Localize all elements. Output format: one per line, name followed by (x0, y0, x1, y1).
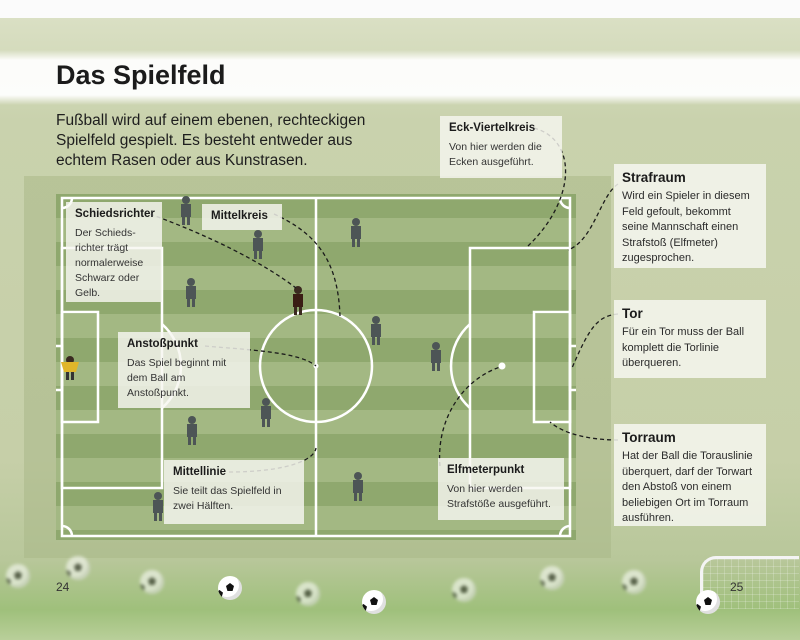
label-mittelkreis: Mittelkreis (202, 204, 282, 230)
football-icon (362, 590, 386, 614)
goal-area-right (532, 310, 572, 424)
label-text: Das Spiel beginnt mit dem Ball am Anstoß… (127, 357, 227, 399)
label-schiedsrichter: Schiedsrichter Der Schieds-richter trägt… (66, 202, 162, 302)
label-mittellinie: Mittellinie Sie teilt das Spielfeld in z… (164, 460, 304, 524)
intro-text: Fußball wird auf einem ebenen, rechtecki… (56, 112, 366, 169)
penalty-area-right (468, 246, 572, 490)
football-icon (622, 570, 646, 594)
kick-off-spot (313, 363, 319, 369)
corner-arc-bl (61, 524, 74, 537)
top-strip (0, 0, 800, 18)
sidebar-text: Wird ein Spieler in diesem Feld gefoult,… (622, 190, 750, 264)
label-text: Von hier werden Strafstöße ausgeführt. (447, 483, 551, 510)
player (187, 416, 197, 445)
football-icon (66, 556, 90, 580)
penalty-spot (498, 362, 506, 370)
label-title: Schiedsrichter (75, 208, 155, 220)
player (261, 398, 271, 427)
page-title: Das Spielfeld (56, 60, 226, 90)
player (186, 278, 196, 307)
label-title: Anstoßpunkt (127, 338, 198, 350)
label-text: Von hier werden die Ecken ausgeführt. (449, 141, 542, 168)
penalty-arc-right (449, 323, 471, 409)
label-elfmeterpunkt: Elfmeterpunkt Von hier werden Strafstöße… (438, 458, 564, 520)
sidebar-torraum: Torraum Hat der Ball die Torauslinie übe… (614, 424, 766, 526)
label-title: Mittelkreis (211, 210, 268, 222)
sidebar-text: Für ein Tor muss der Ball komplett die T… (622, 326, 745, 369)
football-icon (218, 576, 242, 600)
football-icon (140, 570, 164, 594)
page-number-right: 25 (730, 580, 744, 594)
corner-arc-tr (558, 197, 571, 210)
title-band (0, 50, 800, 105)
player (253, 230, 263, 259)
sidebar-title: Torraum (622, 430, 676, 445)
sidebar-text: Hat der Ball die Torauslinie überquert, … (622, 450, 753, 524)
football-icon (540, 566, 564, 590)
label-text: Sie teilt das Spielfeld in zwei Hälften. (173, 485, 282, 512)
label-eck-viertelkreis: Eck-Viertelkreis Von hier werden die Eck… (440, 116, 562, 178)
label-title: Mittellinie (173, 466, 227, 478)
label-anstosspunkt: Anstoßpunkt Das Spiel beginnt mit dem Ba… (118, 332, 250, 408)
referee (293, 286, 303, 315)
sidebar-tor: Tor Für ein Tor muss der Ball komplett d… (614, 300, 766, 378)
player (153, 492, 163, 521)
player (431, 342, 441, 371)
player (351, 218, 361, 247)
football-icon (296, 582, 320, 606)
goal-left (56, 344, 64, 392)
corner-arc-br (558, 524, 571, 537)
label-title: Eck-Viertelkreis (449, 122, 536, 134)
sidebar-title: Tor (622, 306, 643, 321)
player (353, 472, 363, 501)
player (181, 196, 191, 225)
football-icon (6, 564, 30, 588)
sidebar-strafraum: Strafraum Wird ein Spieler in diesem Fel… (614, 164, 766, 268)
football-icon (452, 578, 476, 602)
football-icon (696, 590, 720, 614)
goalkeeper (61, 356, 79, 380)
label-text: Der Schieds-richter trägt normalerweise … (75, 227, 144, 299)
label-title: Elfmeterpunkt (447, 464, 525, 476)
player (371, 316, 381, 345)
sidebar-title: Strafraum (622, 170, 686, 185)
goal-right (568, 344, 576, 392)
page-number-left: 24 (56, 580, 70, 594)
